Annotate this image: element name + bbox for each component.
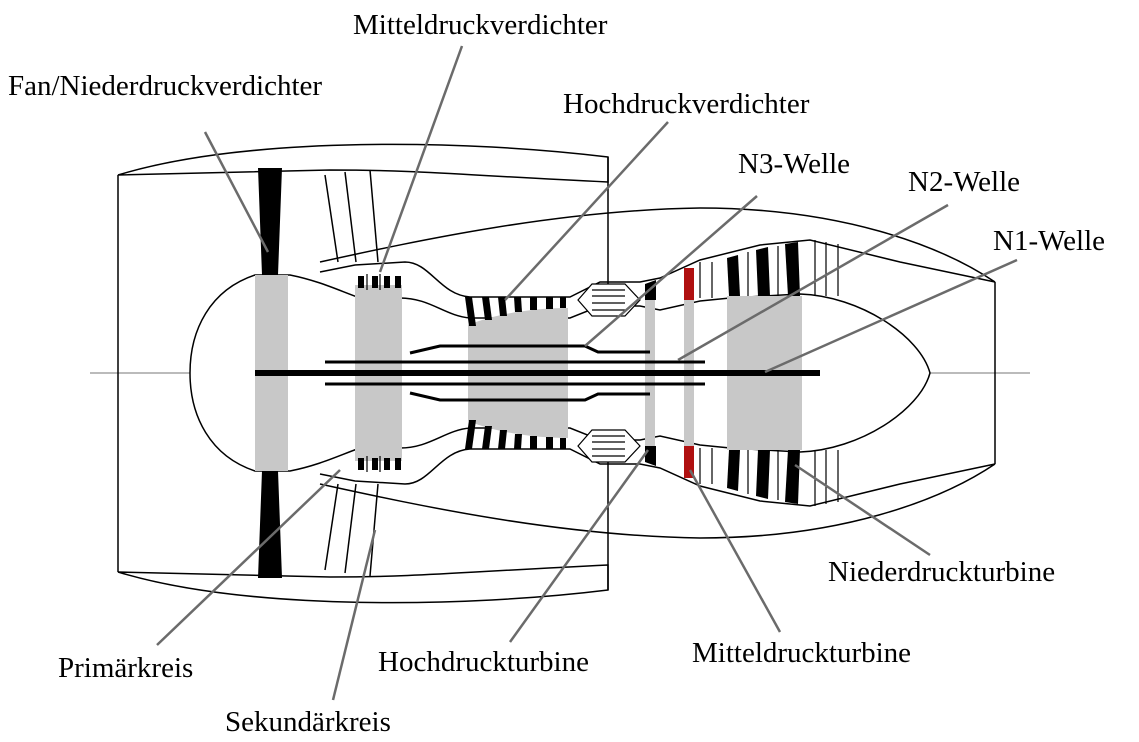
label-n3-welle: N3-Welle xyxy=(738,148,851,180)
leader-hochdruckverdichter xyxy=(504,121,669,301)
leader-sekundaerkreis xyxy=(331,529,377,701)
label-niederdruckturbine: Niederdruckturbine xyxy=(828,556,1056,588)
leader-fan xyxy=(203,131,270,253)
leader-hochdruckturbine xyxy=(508,449,650,643)
leader-n3 xyxy=(584,195,758,347)
leader-primaerkreis xyxy=(156,469,341,646)
core-duct xyxy=(319,239,996,507)
leader-n1 xyxy=(764,258,1018,374)
label-n1-welle: N1-Welle xyxy=(993,225,1106,257)
label-sekundaerkreis: Sekundärkreis xyxy=(225,706,391,738)
leader-mitteldruckturbine xyxy=(688,469,782,633)
leader-n2 xyxy=(677,203,949,362)
leader-niederdruckturbine xyxy=(794,463,931,557)
label-primaerkreis: Primärkreis xyxy=(58,652,194,684)
label-hochdruckturbine: Hochdruckturbine xyxy=(378,646,589,678)
fan-blade xyxy=(258,168,282,578)
ipc-vanes xyxy=(366,274,381,472)
label-hochdruckverdichter: Hochdruckverdichter xyxy=(563,88,810,120)
n3-shaft-bottom xyxy=(409,391,650,402)
fan-cowling xyxy=(117,143,609,604)
leader-mitteldruckverdichter xyxy=(378,45,464,273)
label-mitteldruckverdichter: Mitteldruckverdichter xyxy=(353,9,608,41)
shafts xyxy=(255,344,820,402)
hpc-blades xyxy=(465,297,566,449)
lpt-blades xyxy=(727,242,800,504)
ipc-blades xyxy=(358,276,401,470)
combustor xyxy=(577,283,641,463)
lpt-vanes xyxy=(699,240,839,506)
core-cowling xyxy=(319,207,996,539)
label-fan-niederdruckverdichter: Fan/Niederdruckverdichter xyxy=(8,70,323,102)
label-mitteldruckturbine: Mitteldruckturbine xyxy=(692,637,912,669)
leader-lines xyxy=(156,45,1018,701)
ipt-blades xyxy=(684,268,694,478)
label-n2-welle: N2-Welle xyxy=(908,166,1021,198)
